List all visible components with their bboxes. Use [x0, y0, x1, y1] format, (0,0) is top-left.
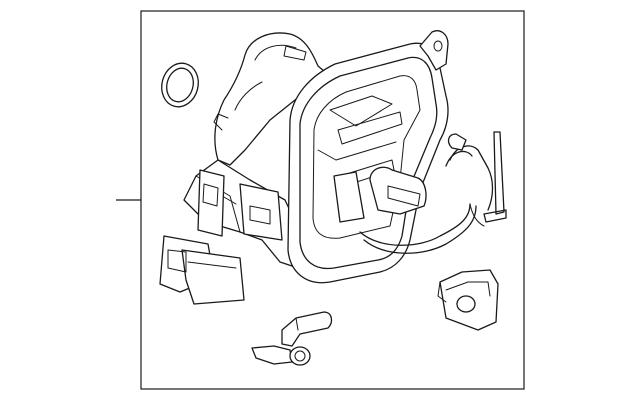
wire-harness [359, 131, 507, 254]
connector-clip [437, 269, 499, 331]
bulb-socket [251, 345, 311, 366]
retaining-clip [281, 311, 333, 347]
seal-ring [161, 62, 199, 108]
housing-assembly [159, 30, 449, 305]
